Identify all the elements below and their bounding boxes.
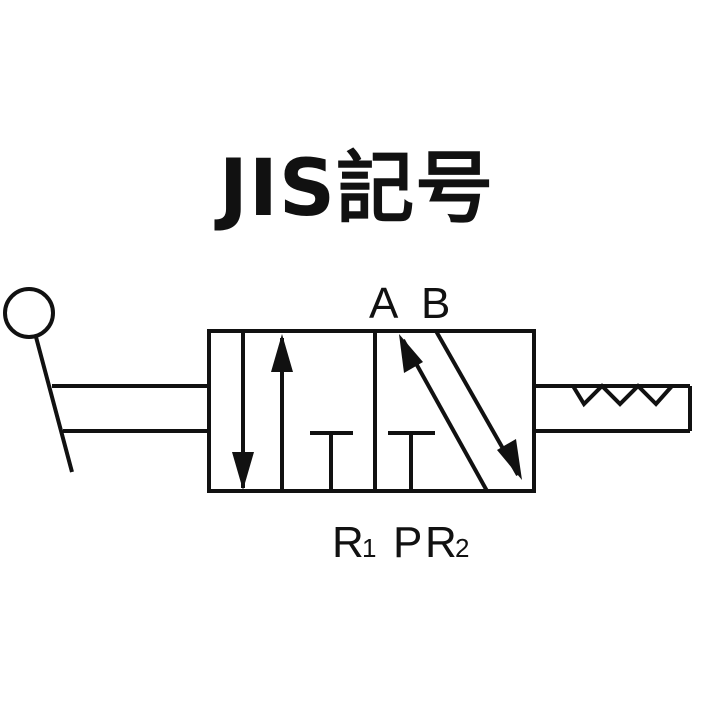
port-label-r1: R <box>332 518 364 567</box>
spring-zigzag <box>571 383 674 408</box>
port-label-b: B <box>421 279 450 328</box>
lever-knob <box>3 287 55 339</box>
arrowhead-up <box>271 334 293 372</box>
lever-arm <box>34 336 74 473</box>
valve-body <box>207 329 536 493</box>
arrowhead-up-left <box>399 334 423 373</box>
arrowhead-down <box>232 452 254 490</box>
port-label-a: A <box>369 279 399 328</box>
port-label-r2: R <box>425 518 457 567</box>
arrowhead-down-right <box>497 439 522 480</box>
port-label-r1-subscript: 1 <box>362 533 376 563</box>
page-title: JIS記号 <box>218 144 495 234</box>
port-label-p: P <box>393 518 422 567</box>
port-label-r2-subscript: 2 <box>455 533 469 563</box>
